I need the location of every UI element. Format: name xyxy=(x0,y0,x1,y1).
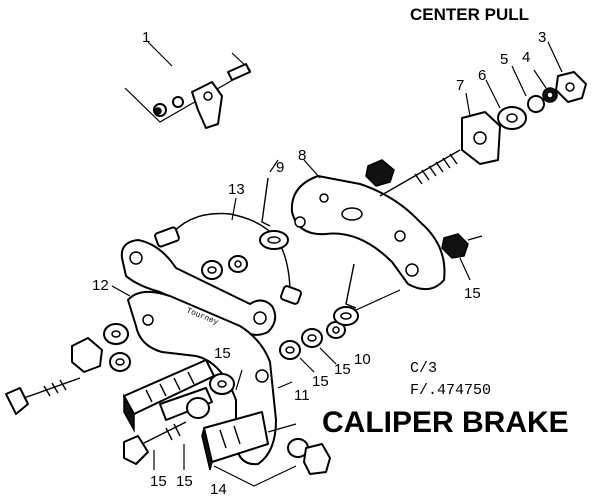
brake-shoe-right xyxy=(201,411,331,475)
part-12-caliper-arm-upper xyxy=(111,239,277,336)
part-6-washer xyxy=(485,79,527,130)
callout-15-washer-b: 15 xyxy=(334,361,351,378)
pivot-washers-left xyxy=(103,255,248,372)
callout-labels: 1 3 4 5 6 7 8 9 10 11 12 13 14 15 15 15 … xyxy=(92,29,546,496)
cap-nut-left xyxy=(71,337,103,373)
code-line-1: C/3 xyxy=(410,360,437,377)
shoe-bolt-lower-left xyxy=(123,421,187,465)
washers-15-right xyxy=(279,321,346,360)
part-4-lock-washer xyxy=(533,69,558,103)
callout-10: 10 xyxy=(354,351,371,368)
callout-9: 9 xyxy=(276,159,284,176)
callout-15-bolt-a: 15 xyxy=(150,473,167,490)
callout-6: 6 xyxy=(478,67,486,84)
callout-4: 4 xyxy=(522,49,530,66)
pivot-bolt-left xyxy=(5,377,81,415)
shoe-grooves-left xyxy=(145,371,195,403)
callout-3: 3 xyxy=(538,29,546,46)
diagram-title: CALIPER BRAKE xyxy=(322,406,569,439)
center-bolt-thread xyxy=(414,153,458,185)
callout-15-right-nut: 15 xyxy=(464,285,481,302)
shoe-grooves-right xyxy=(219,425,241,449)
part-10-spring-clip xyxy=(333,263,401,326)
part-7-yoke-plate xyxy=(461,92,501,165)
callout-15-bolt-b: 15 xyxy=(176,473,193,490)
part-9-spring-clip xyxy=(259,159,289,250)
callout-5: 5 xyxy=(500,51,508,68)
washers-15-center xyxy=(186,373,235,419)
callout-14: 14 xyxy=(210,481,227,496)
part-8-arch-bridge xyxy=(290,149,461,291)
brake-shoe-left xyxy=(123,359,215,433)
part-15-nut-right xyxy=(441,233,483,281)
part-3-nut xyxy=(547,41,587,103)
callout-7: 7 xyxy=(456,77,464,94)
callout-8: 8 xyxy=(298,147,306,164)
leader-lines xyxy=(153,347,337,470)
header-subtitle: CENTER PULL xyxy=(410,5,529,24)
part-14-leader-bracket xyxy=(213,465,297,487)
callout-15-center-washer: 15 xyxy=(214,345,231,362)
callout-15-washer-a: 15 xyxy=(312,373,329,390)
callout-12: 12 xyxy=(92,277,109,294)
callout-1: 1 xyxy=(142,29,150,46)
callout-13: 13 xyxy=(228,181,245,198)
part-13-return-spring xyxy=(154,197,303,305)
part-1-cable-hanger xyxy=(124,41,251,129)
callout-11: 11 xyxy=(294,387,310,404)
code-line-2: F/.474750 xyxy=(410,382,491,399)
part-5-washer xyxy=(511,65,545,113)
